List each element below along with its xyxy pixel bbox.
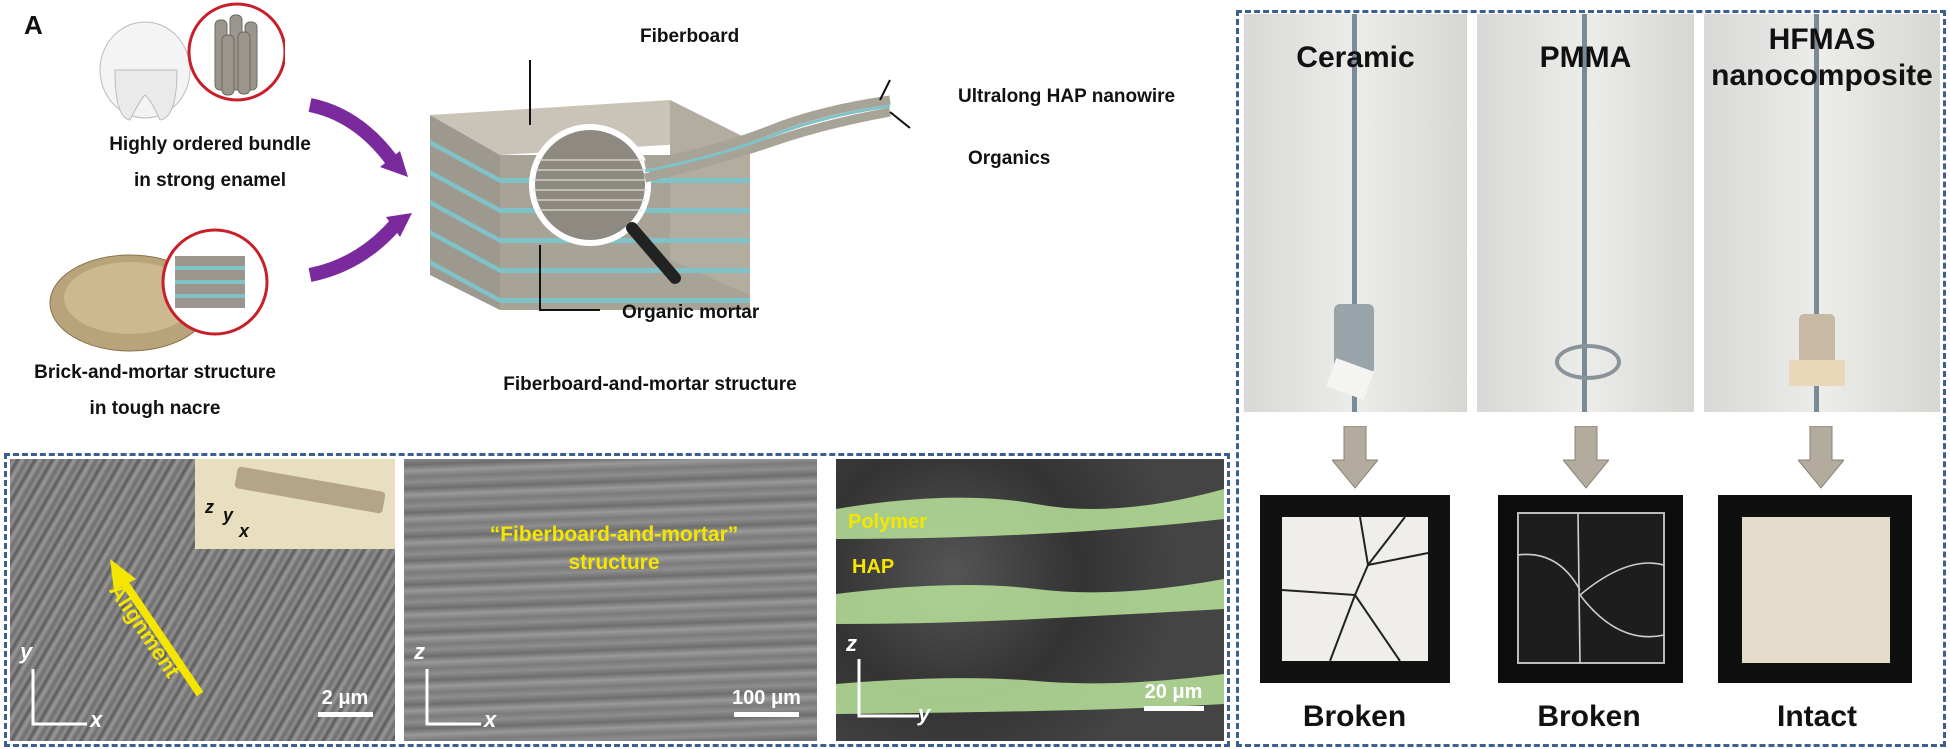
title-hfmas-line2: nanocomposite <box>1711 59 1933 92</box>
title-hfmas-line1: HFMAS <box>1768 23 1876 56</box>
axis-y-3: y <box>918 701 931 726</box>
label-ultralong-hap-nanowire: Ultralong HAP nanowire <box>958 86 1176 107</box>
nacre-shell-illustration <box>49 228 269 352</box>
axis-x-2: x <box>484 707 497 732</box>
inset-sample-photo: z y x <box>195 459 395 549</box>
axis-y-1: y <box>20 639 33 664</box>
down-arrow-1 <box>1332 426 1378 489</box>
purple-arrows <box>308 98 412 282</box>
alignment-arrow <box>110 559 204 697</box>
axis-z-3: z <box>846 631 857 656</box>
inset-axis-y: y <box>223 505 234 525</box>
scale-label-2: 100 μm <box>732 687 801 709</box>
title-pmma-line1: PMMA <box>1539 41 1632 74</box>
test-photo-ceramic <box>1244 14 1467 412</box>
inset-axis-x: x <box>239 521 250 541</box>
title-ceramic-line1: Ceramic <box>1296 41 1415 74</box>
down-arrow-2 <box>1563 426 1609 489</box>
title-ceramic: Ceramic <box>1244 40 1467 76</box>
axis-x-1: x <box>90 707 103 732</box>
scale-bar-2: 100 μm <box>724 687 809 717</box>
structure-caption: Fiberboard-and-mortar structure <box>503 374 797 395</box>
title-hfmas: HFMAS nanocomposite <box>1704 22 1940 94</box>
tooth-enamel-illustration <box>99 2 285 121</box>
fiberboard-block-diagram <box>430 60 911 311</box>
hap-label: HAP <box>852 556 895 578</box>
label-fiberboard: Fiberboard <box>640 26 740 47</box>
scale-label-1: 2 μm <box>321 687 369 709</box>
result-pmma: Broken <box>1537 700 1641 733</box>
scale-label-3: 20 μm <box>1144 681 1203 703</box>
structure-label-line2: structure <box>568 551 660 574</box>
label-organic-mortar: Organic mortar <box>622 302 760 323</box>
result-photo-pmma <box>1498 495 1683 683</box>
title-pmma: PMMA <box>1477 40 1694 76</box>
scale-bar-3: 20 μm <box>1136 681 1211 711</box>
result-hfmas: Intact <box>1776 700 1857 733</box>
nacre-caption-line1: Brick-and-mortar structure <box>34 362 276 383</box>
inset-axis-z: z <box>205 497 214 517</box>
panel-b-border <box>4 453 1230 747</box>
test-photo-pmma <box>1477 14 1694 412</box>
nacre-caption-line2: in tough nacre <box>89 398 221 419</box>
scale-bar-1: 2 μm <box>310 687 380 717</box>
polymer-label: Polymer <box>848 511 927 533</box>
test-photo-hfmas <box>1704 14 1940 412</box>
axes-zx <box>425 669 481 726</box>
axes-zy <box>857 659 919 718</box>
label-organics: Organics <box>968 148 1051 169</box>
axes-xy-1 <box>31 669 87 726</box>
enamel-caption-line2: in strong enamel <box>133 170 287 191</box>
sem-image-fiberboard: “Fiberboard-and-mortar” structure z x 10… <box>404 459 817 741</box>
result-photo-ceramic <box>1260 495 1450 683</box>
panel-a-letter: A <box>24 10 43 40</box>
structure-label-line1: “Fiberboard-and-mortar” <box>489 523 739 546</box>
axis-z-2: z <box>414 639 425 664</box>
result-photo-hfmas <box>1718 495 1912 683</box>
enamel-caption-line1: Highly ordered bundle <box>109 134 311 155</box>
result-ceramic: Broken <box>1302 700 1407 733</box>
sem-image-polymer-hap: Polymer HAP z y 20 μm <box>836 459 1224 741</box>
sem-image-alignment: z y x Alignment y x 2 μm <box>10 459 395 741</box>
down-arrow-3 <box>1798 426 1844 489</box>
polymer-layers <box>836 489 1224 714</box>
panel-c-border <box>1236 10 1946 747</box>
